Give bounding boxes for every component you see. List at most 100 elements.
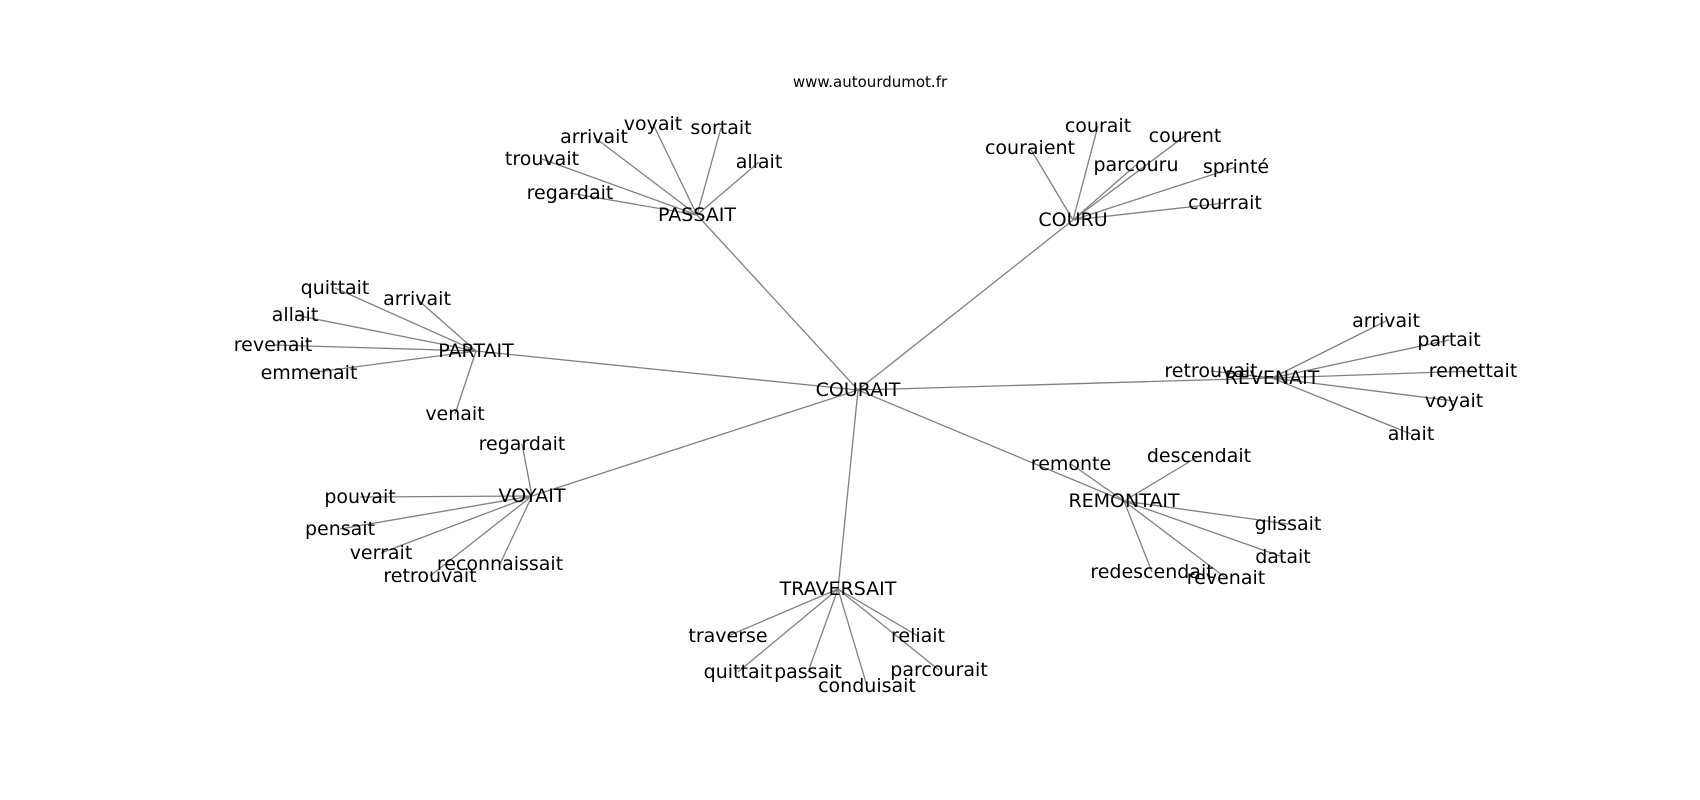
hub-node-label: PARTAIT bbox=[438, 340, 514, 362]
edge-partait-leaf bbox=[308, 350, 477, 374]
edge-passait-leaf bbox=[593, 136, 698, 216]
leaf-node-label: retrouvait bbox=[383, 565, 476, 587]
leaf-node-label: allait bbox=[1388, 423, 1435, 445]
edge-couru-leaf bbox=[1072, 166, 1237, 221]
edge-remontait-leaf bbox=[1070, 463, 1125, 502]
leaf-node-label: arrivait bbox=[560, 126, 628, 148]
leaf-node-label: sortait bbox=[690, 117, 751, 139]
leaf-node-label: retrouvait bbox=[1164, 360, 1257, 382]
edge-traversait-leaf bbox=[837, 588, 919, 637]
leaf-node-label: emmenait bbox=[261, 362, 358, 384]
edge-remontait-leaf bbox=[1123, 500, 1153, 573]
edge-voyait-leaf bbox=[429, 495, 533, 577]
site-url-label: www.autourdumot.fr bbox=[792, 73, 948, 91]
edge-voyait-leaf bbox=[499, 495, 533, 565]
edge-revenait-leaf bbox=[1271, 370, 1474, 379]
leaf-node-label: venait bbox=[425, 403, 484, 425]
center-node-label: COURAIT bbox=[816, 379, 901, 401]
leaf-node-label: courait bbox=[1065, 115, 1131, 137]
leaf-node-label: conduisait bbox=[818, 675, 916, 697]
leaf-node-label: redescendait bbox=[1090, 561, 1213, 583]
edge-traversait-leaf bbox=[837, 588, 940, 671]
edge-center-couru bbox=[857, 219, 1074, 391]
leaf-node-label: quittait bbox=[704, 661, 773, 683]
leaf-node-label: glissait bbox=[1255, 513, 1322, 535]
leaf-node-label: revenait bbox=[234, 334, 312, 356]
leaf-node-label: descendait bbox=[1147, 445, 1251, 467]
edge-center-passait bbox=[696, 214, 859, 391]
edge-revenait-leaf bbox=[1210, 370, 1273, 379]
leaf-node-label: regardait bbox=[527, 182, 614, 204]
edge-partait-leaf bbox=[294, 314, 477, 352]
leaf-node-label: regardait bbox=[479, 433, 566, 455]
leaf-node-label: quittait bbox=[301, 277, 370, 299]
edge-remontait-leaf bbox=[1123, 500, 1289, 525]
edge-revenait-leaf bbox=[1271, 377, 1412, 435]
edge-revenait-leaf bbox=[1271, 320, 1387, 379]
leaf-node-label: sprinté bbox=[1203, 156, 1269, 178]
leaf-node-label: revenait bbox=[1187, 567, 1265, 589]
leaf-node-label: passait bbox=[774, 661, 842, 683]
edge-voyait-leaf bbox=[359, 495, 533, 498]
edge-traversait-leaf bbox=[807, 588, 839, 673]
leaf-node-label: voyait bbox=[1425, 390, 1483, 412]
edge-center-remontait bbox=[857, 389, 1125, 502]
edge-revenait-leaf bbox=[1271, 377, 1455, 402]
edge-couru-leaf bbox=[1072, 202, 1226, 221]
leaf-node-label: parcourait bbox=[890, 659, 987, 681]
leaf-node-label: courent bbox=[1149, 125, 1222, 147]
edge-voyait-leaf bbox=[339, 495, 533, 530]
hub-node-label: PASSAIT bbox=[658, 204, 736, 226]
edge-partait-leaf bbox=[454, 350, 477, 415]
leaf-node-label: voyait bbox=[624, 113, 682, 135]
edges-layer bbox=[272, 123, 1474, 687]
edge-partait-leaf bbox=[416, 298, 477, 352]
edge-voyait-leaf bbox=[521, 443, 533, 497]
edge-passait-leaf bbox=[569, 192, 698, 216]
hub-node-label: REVENAIT bbox=[1225, 367, 1320, 389]
leaf-node-label: pouvait bbox=[324, 486, 395, 508]
edge-passait-leaf bbox=[696, 127, 722, 216]
leaf-node-label: remettait bbox=[1429, 360, 1518, 382]
leaf-node-label: reconnaissait bbox=[437, 553, 563, 575]
leaf-node-label: allait bbox=[272, 304, 319, 326]
edge-passait-leaf bbox=[652, 123, 698, 216]
edge-center-traversait bbox=[837, 389, 859, 590]
hub-node-label: REMONTAIT bbox=[1068, 490, 1179, 512]
hub-node-label: VOYAIT bbox=[499, 485, 566, 507]
leaf-node-label: remonte bbox=[1031, 453, 1111, 475]
edge-voyait-leaf bbox=[380, 495, 533, 554]
edge-couru-leaf bbox=[1072, 135, 1186, 221]
edge-couru-leaf bbox=[1072, 164, 1137, 221]
leaf-node-label: couraient bbox=[985, 137, 1075, 159]
hub-node-label: COURU bbox=[1038, 209, 1107, 231]
edge-partait-leaf bbox=[334, 287, 477, 352]
edge-couru-leaf bbox=[1029, 147, 1074, 221]
edge-passait-leaf bbox=[541, 158, 698, 216]
edge-partait-leaf bbox=[272, 344, 477, 352]
leaf-node-label: arrivait bbox=[1352, 310, 1420, 332]
edge-center-revenait bbox=[857, 377, 1273, 391]
leaf-node-label: verrait bbox=[350, 542, 413, 564]
leaf-node-label: reliait bbox=[891, 625, 945, 647]
leaf-node-label: traverse bbox=[688, 625, 767, 647]
leaf-node-label: partait bbox=[1417, 329, 1480, 351]
edge-remontait-leaf bbox=[1123, 500, 1227, 579]
edge-passait-leaf bbox=[696, 161, 760, 216]
edge-traversait-leaf bbox=[737, 588, 839, 673]
edge-center-partait bbox=[475, 350, 859, 391]
leaf-node-label: parcouru bbox=[1093, 154, 1178, 176]
leaf-node-label: courrait bbox=[1188, 192, 1262, 214]
leaf-node-label: allait bbox=[736, 151, 783, 173]
leaf-node-label: pensait bbox=[305, 518, 375, 540]
edge-revenait-leaf bbox=[1271, 339, 1450, 379]
hub-node-label: TRAVERSAIT bbox=[779, 578, 897, 600]
edge-traversait-leaf bbox=[837, 588, 868, 687]
leaf-node-label: datait bbox=[1255, 546, 1311, 568]
edge-center-voyait bbox=[531, 389, 859, 497]
leaf-node-label: arrivait bbox=[383, 288, 451, 310]
edge-remontait-leaf bbox=[1123, 500, 1284, 558]
leaf-node-label: trouvait bbox=[505, 148, 579, 170]
